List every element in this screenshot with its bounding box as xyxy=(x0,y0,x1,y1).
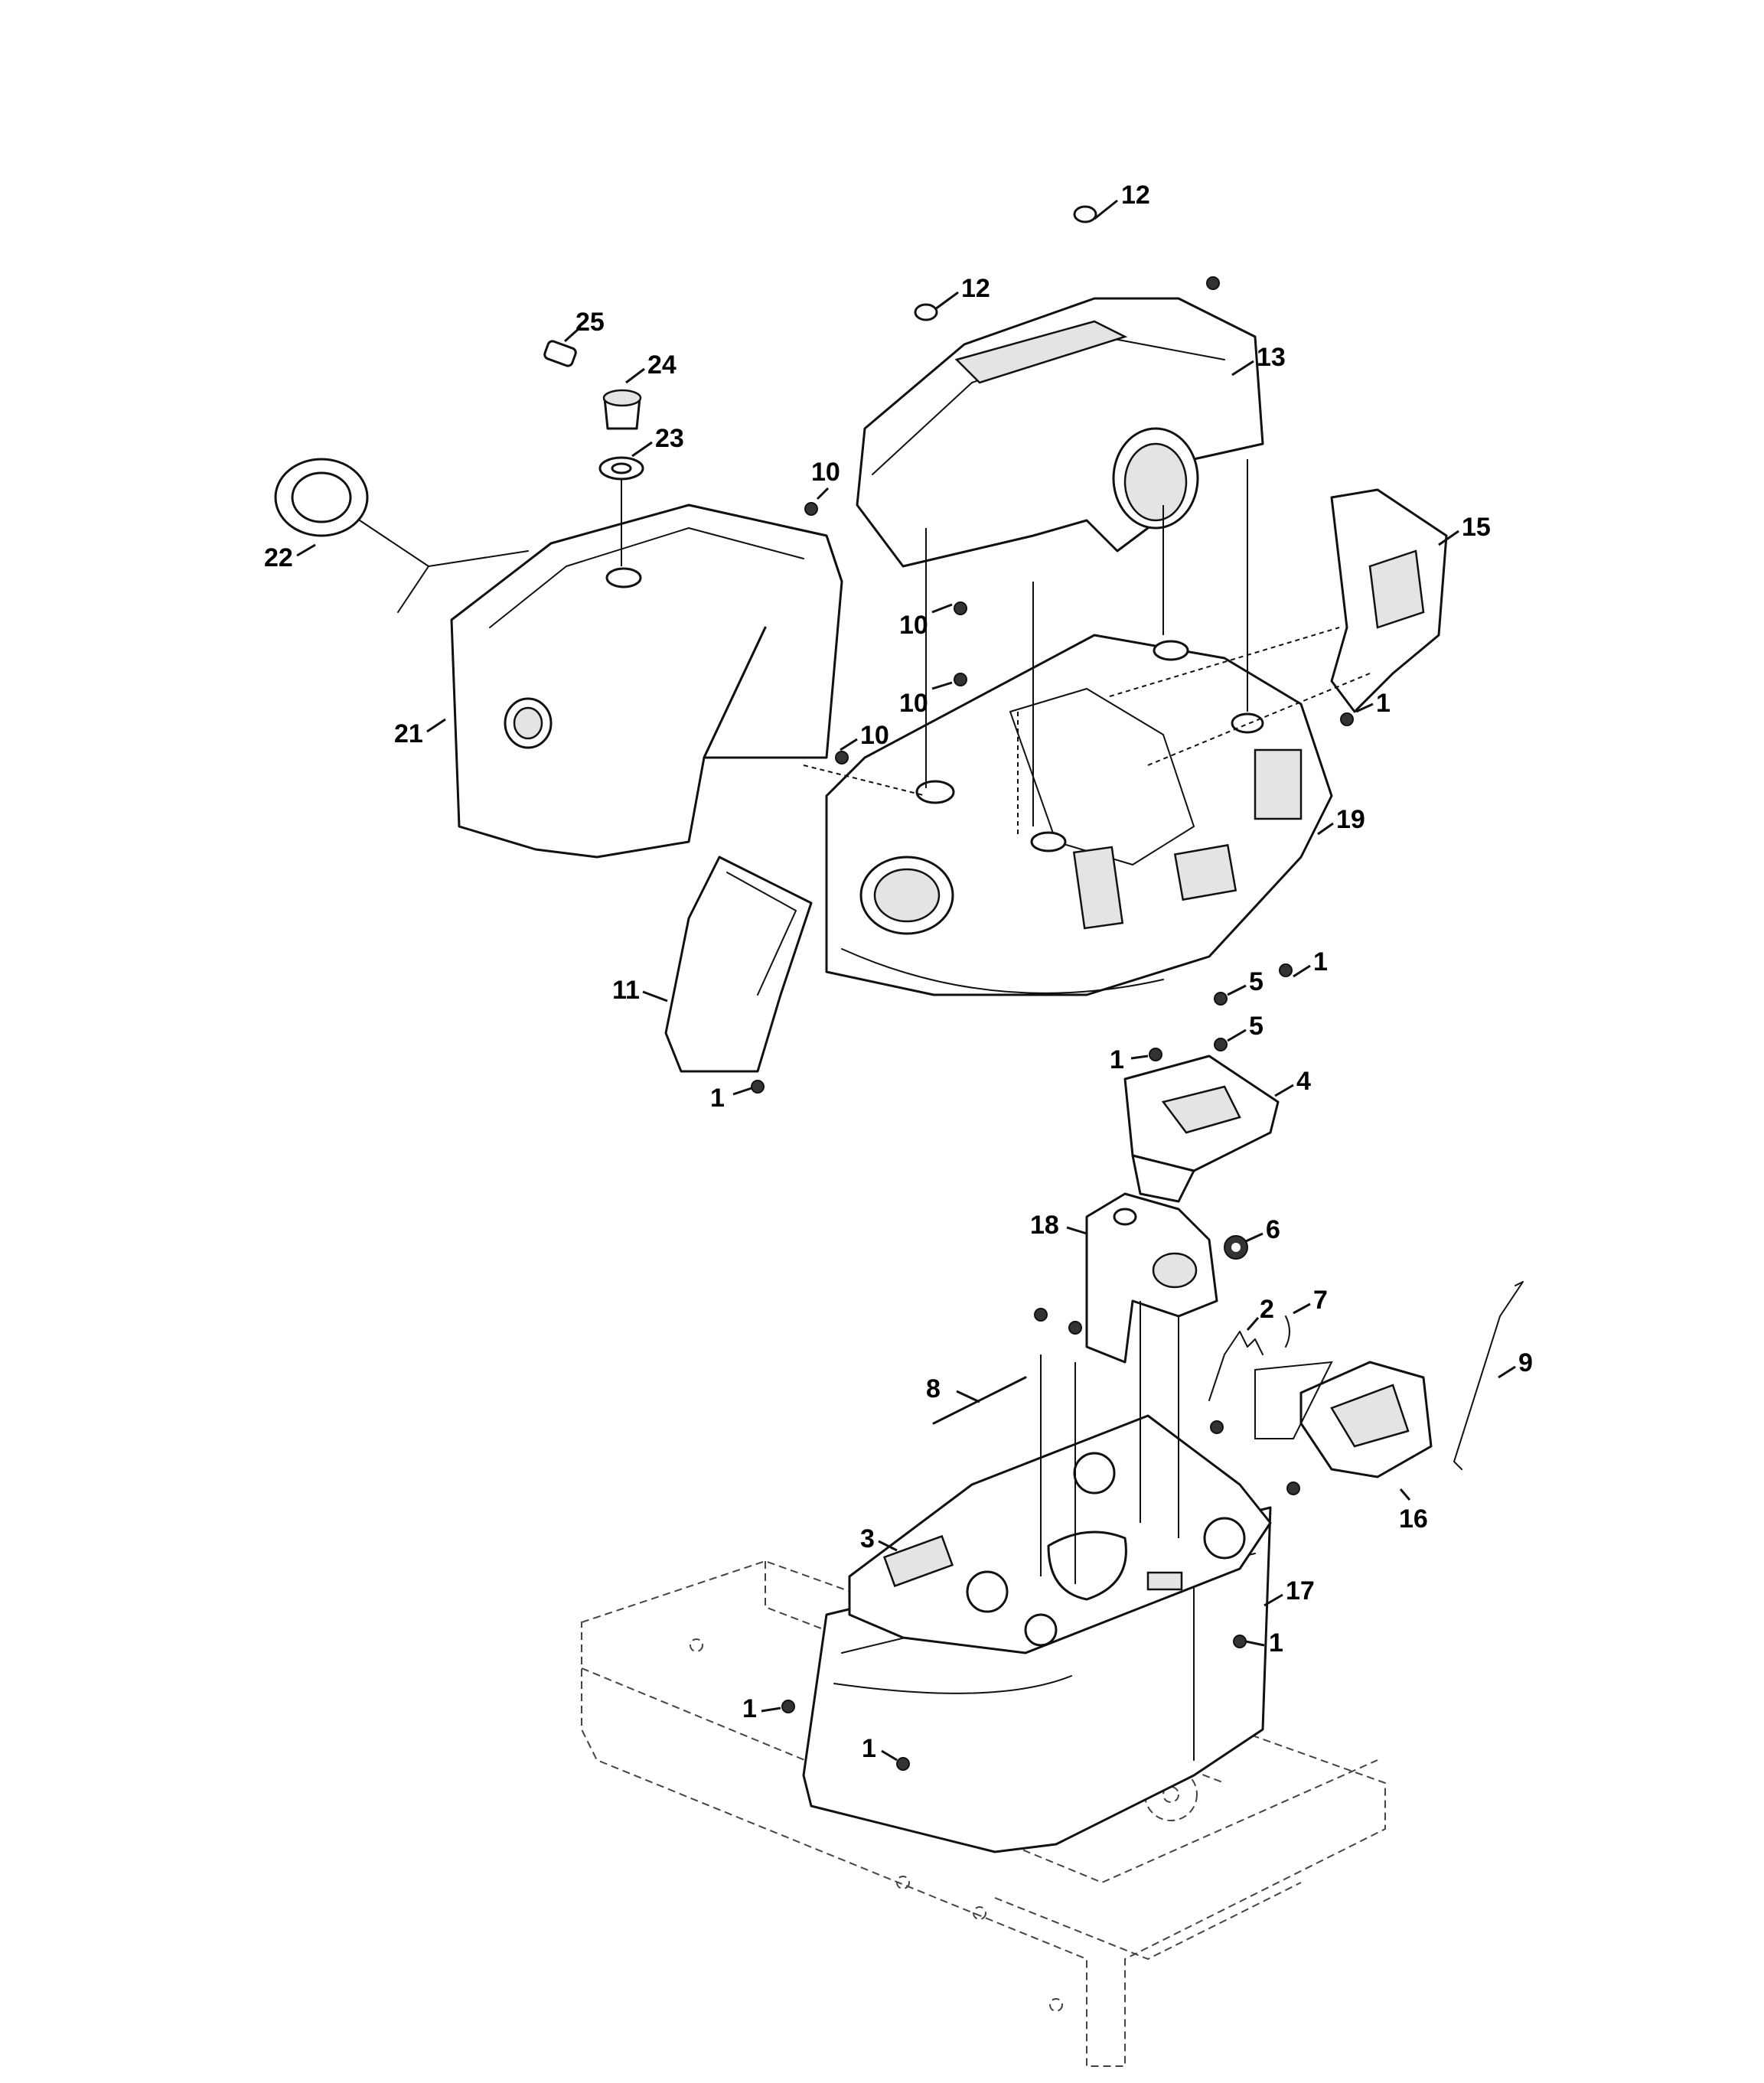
callout-7: 7 xyxy=(1313,1286,1328,1315)
callout-1: 1 xyxy=(862,1734,876,1763)
knobs xyxy=(914,205,1097,321)
callout-labels: 12 12 25 24 23 13 10 22 15 10 10 1 21 10… xyxy=(264,181,1533,1763)
callout-10: 10 xyxy=(811,458,840,487)
callout-leaders xyxy=(296,199,1516,1762)
callout-12: 12 xyxy=(1121,181,1150,210)
callout-1: 1 xyxy=(742,1694,757,1723)
callout-12: 12 xyxy=(961,274,990,303)
dash-top-cover xyxy=(856,297,1264,568)
right-side-panel xyxy=(1330,488,1448,713)
fuel-cap-with-tether xyxy=(274,458,529,613)
filler-neck-parts xyxy=(543,340,644,566)
callout-1: 1 xyxy=(1313,947,1328,976)
callout-16: 16 xyxy=(1399,1504,1428,1534)
callout-15: 15 xyxy=(1462,513,1491,542)
callout-24: 24 xyxy=(647,350,677,380)
callout-1: 1 xyxy=(1269,1628,1283,1658)
callout-17: 17 xyxy=(1286,1576,1315,1605)
callout-22: 22 xyxy=(264,543,293,572)
callout-4: 4 xyxy=(1296,1067,1311,1096)
callout-23: 23 xyxy=(655,424,684,453)
callout-6: 6 xyxy=(1266,1215,1280,1244)
callout-5: 5 xyxy=(1249,967,1263,996)
pin-rod xyxy=(932,1376,1027,1425)
fuel-tank xyxy=(450,504,843,859)
callout-1: 1 xyxy=(1110,1045,1124,1074)
callout-10: 10 xyxy=(899,611,928,640)
switch-cover xyxy=(1299,1361,1433,1478)
callout-18: 18 xyxy=(1030,1211,1059,1240)
callout-25: 25 xyxy=(576,308,605,337)
spring-and-clip xyxy=(1208,1315,1290,1401)
callout-11: 11 xyxy=(612,976,640,1005)
floor-pan xyxy=(848,1414,1272,1654)
callout-3: 3 xyxy=(860,1524,875,1553)
callout-2: 2 xyxy=(1260,1295,1274,1324)
callout-1: 1 xyxy=(710,1084,725,1113)
linkage-rod xyxy=(1453,1281,1524,1470)
left-side-panel xyxy=(664,856,813,1073)
alignment-guides xyxy=(803,459,1371,1584)
dash-body xyxy=(825,634,1333,996)
control-bracket xyxy=(1123,1055,1280,1203)
callout-21: 21 xyxy=(394,719,423,748)
callout-10: 10 xyxy=(899,689,928,718)
callout-10: 10 xyxy=(860,721,889,750)
callout-19: 19 xyxy=(1336,805,1365,834)
washer xyxy=(1224,1235,1248,1260)
callout-5: 5 xyxy=(1249,1012,1263,1041)
screws xyxy=(751,276,1354,1771)
callout-13: 13 xyxy=(1257,343,1286,372)
callout-8: 8 xyxy=(926,1374,941,1403)
callout-1: 1 xyxy=(1376,689,1391,718)
mount-bracket xyxy=(1085,1192,1218,1364)
callout-9: 9 xyxy=(1518,1348,1533,1377)
